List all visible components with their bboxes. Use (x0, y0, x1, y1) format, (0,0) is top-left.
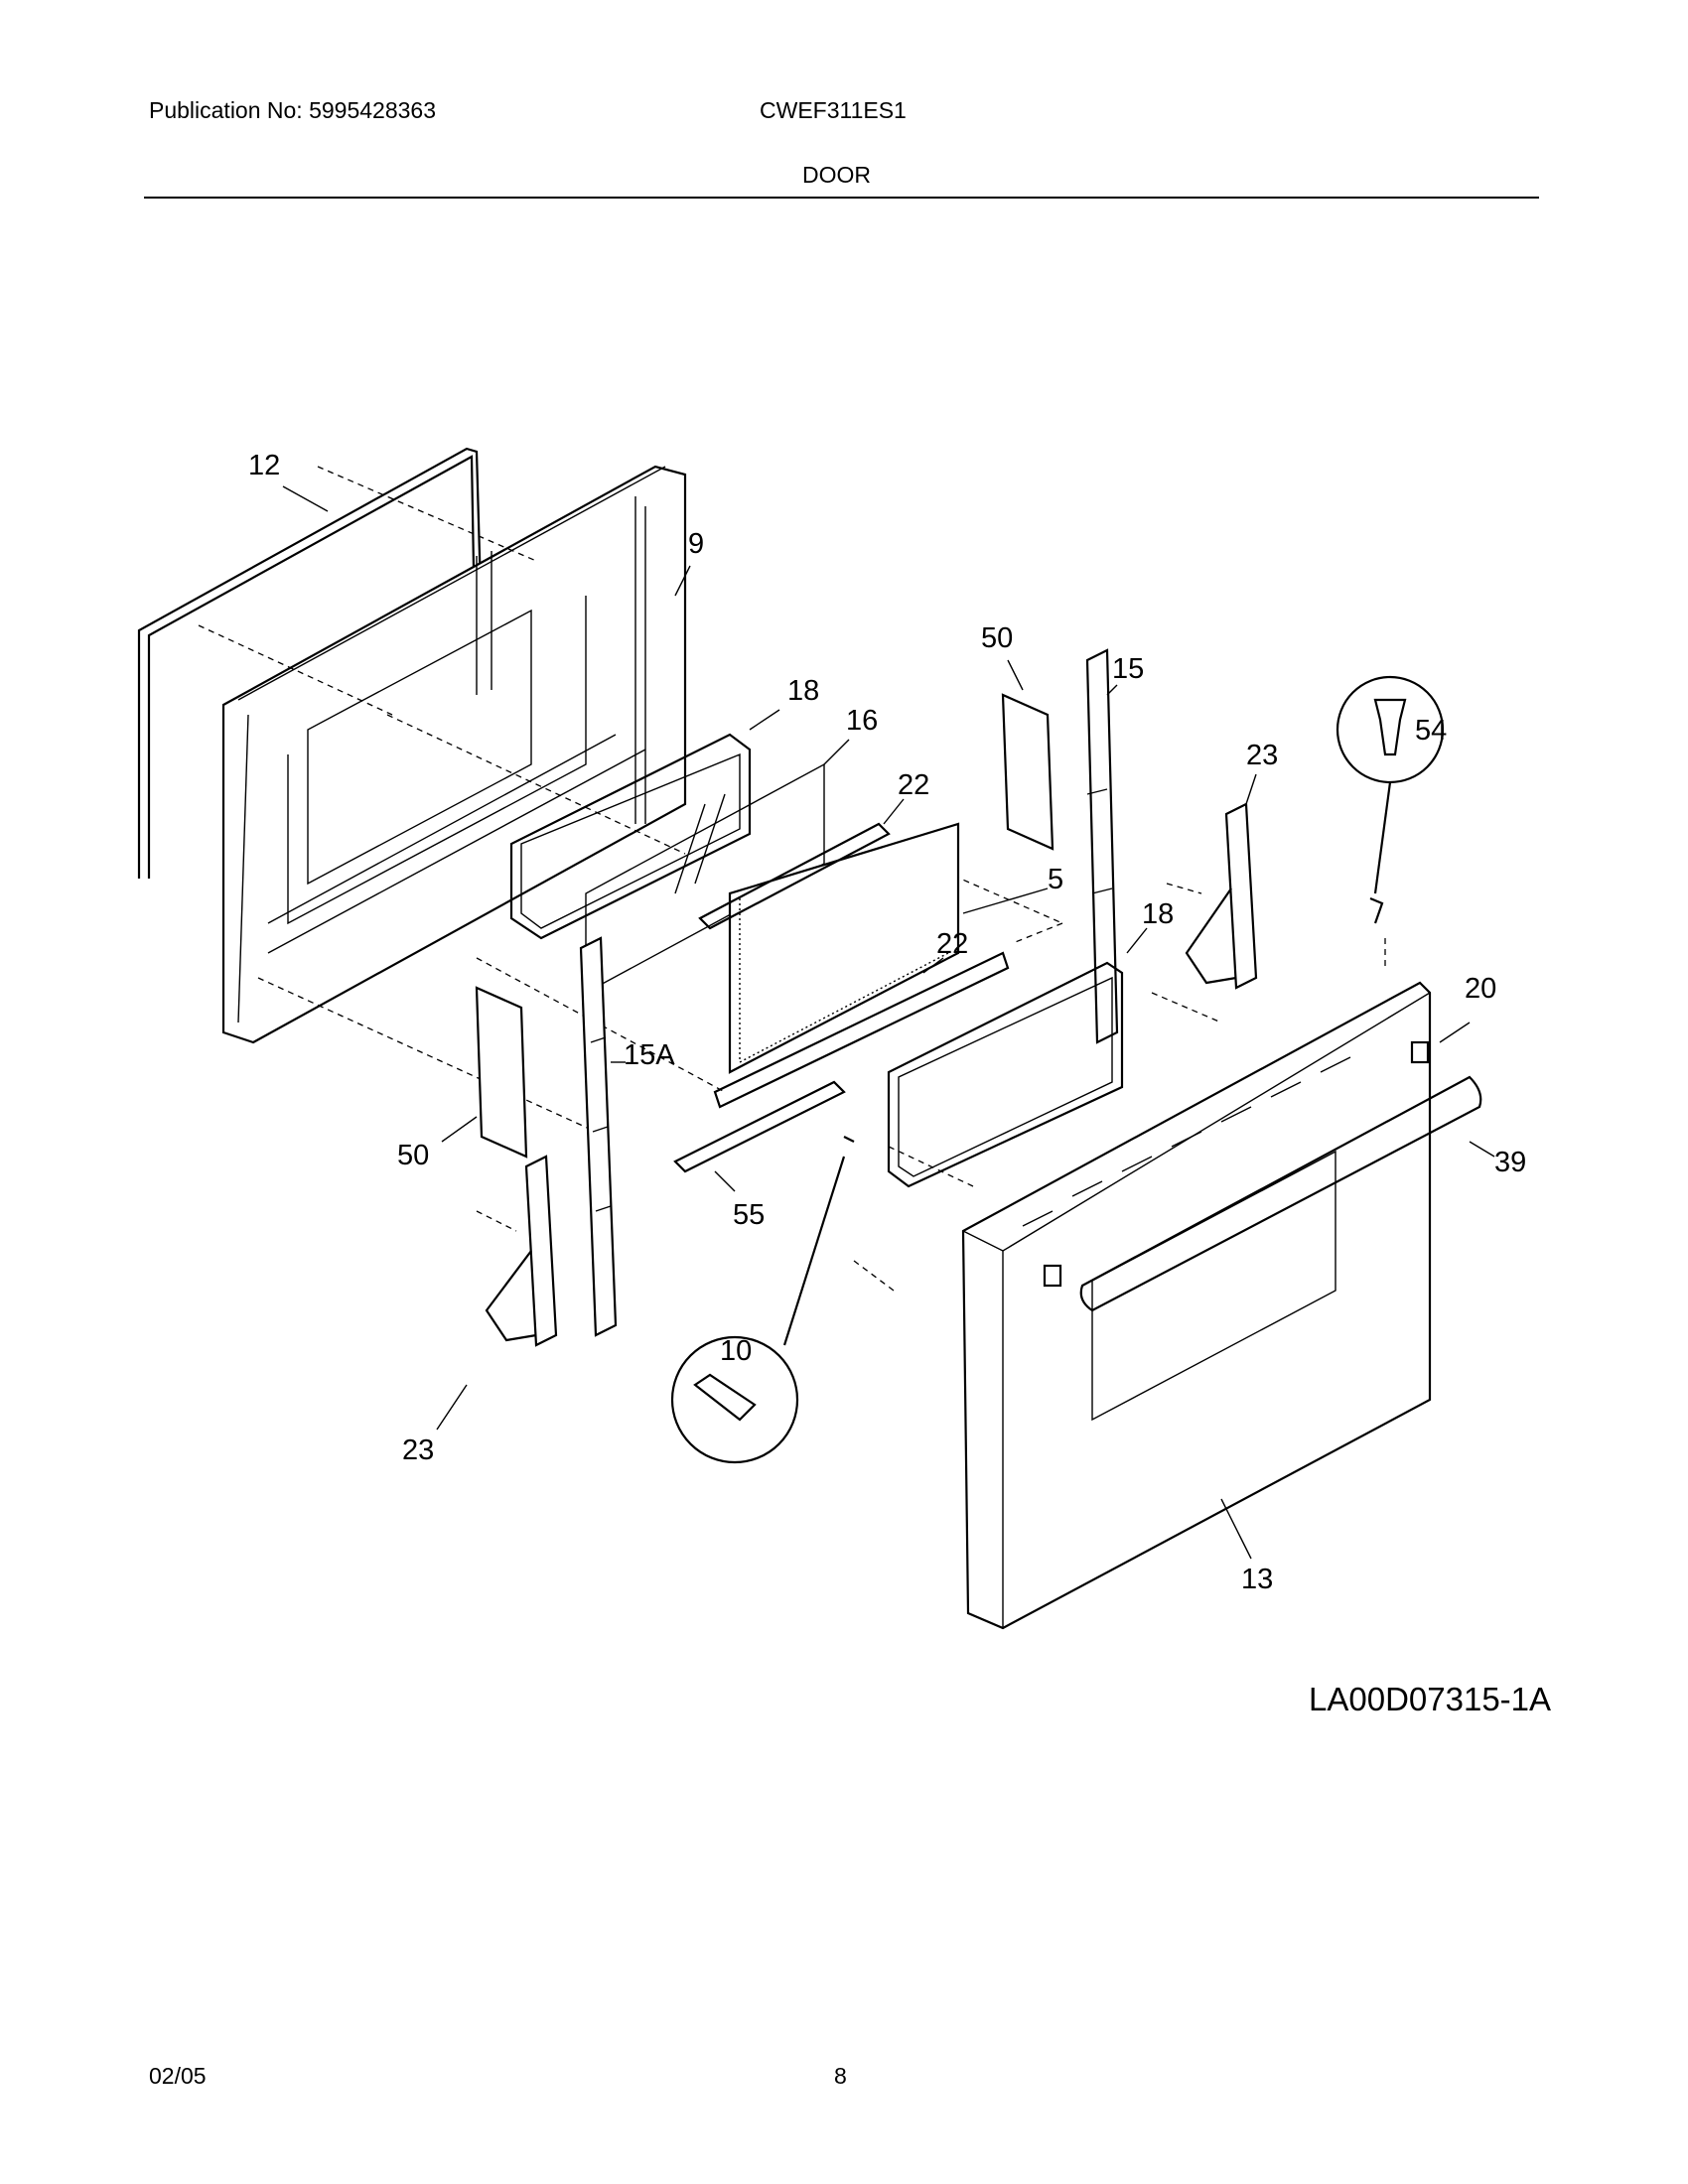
screw-detail-callout-10 (670, 1156, 846, 1464)
door-hinge-right (1185, 802, 1258, 990)
glass-frame-upper (509, 733, 752, 940)
glass-channel-lower (713, 951, 1010, 1109)
section-title: DOOR (802, 162, 871, 188)
callout-5: 5 (1048, 864, 1063, 895)
alignment-lines (198, 466, 1386, 1292)
outer-door-panel (961, 981, 1432, 1630)
callout-10: 10 (720, 1335, 752, 1367)
callout-22-upper: 22 (898, 769, 929, 801)
leader-lines (282, 485, 1495, 1560)
callout-39: 39 (1494, 1147, 1526, 1178)
glass-frame-lower (887, 961, 1124, 1188)
inner-door-liner (221, 465, 687, 1044)
handle-end-cap (1043, 1040, 1430, 1288)
glass-channel-upper (698, 822, 891, 930)
callout-18-lower: 18 (1142, 898, 1174, 930)
callout-15: 15 (1112, 653, 1144, 685)
door-screw-small (843, 1136, 855, 1143)
callout-18-upper: 18 (787, 675, 819, 707)
callout-22-lower: 22 (936, 928, 968, 960)
heat-shield-lower (475, 986, 528, 1159)
door-gasket (137, 447, 484, 879)
callout-13: 13 (1241, 1564, 1273, 1595)
footer-date: 02/05 (149, 2063, 207, 2089)
door-handle (1079, 1075, 1482, 1312)
callout-16: 16 (846, 705, 878, 737)
page-number: 8 (834, 2063, 847, 2089)
door-hinge-left (485, 1155, 558, 1347)
callout-20: 20 (1465, 973, 1496, 1005)
callout-9: 9 (688, 528, 704, 560)
publication-number: Publication No: 5995428363 (149, 97, 437, 123)
heat-shield-upper (1001, 693, 1055, 851)
trim-strip (673, 1080, 846, 1173)
callout-55: 55 (733, 1199, 765, 1231)
hinge-channel-left (579, 936, 618, 1337)
callout-23-left: 23 (402, 1434, 434, 1466)
callout-54: 54 (1415, 715, 1447, 747)
header-divider (144, 197, 1539, 199)
callout-12: 12 (248, 450, 280, 481)
callout-50-lower: 50 (397, 1140, 429, 1171)
model-number: CWEF311ES1 (760, 97, 907, 123)
diagram-reference-code: LA00D07315-1A (1309, 1681, 1552, 1717)
callout-15a: 15A (624, 1039, 675, 1071)
insulation-pad (728, 822, 960, 1074)
screw-detail-callout-54 (1336, 675, 1445, 924)
callout-23-right: 23 (1246, 740, 1278, 771)
hinge-channel-right (1085, 648, 1119, 1044)
callout-50-upper: 50 (981, 622, 1013, 654)
